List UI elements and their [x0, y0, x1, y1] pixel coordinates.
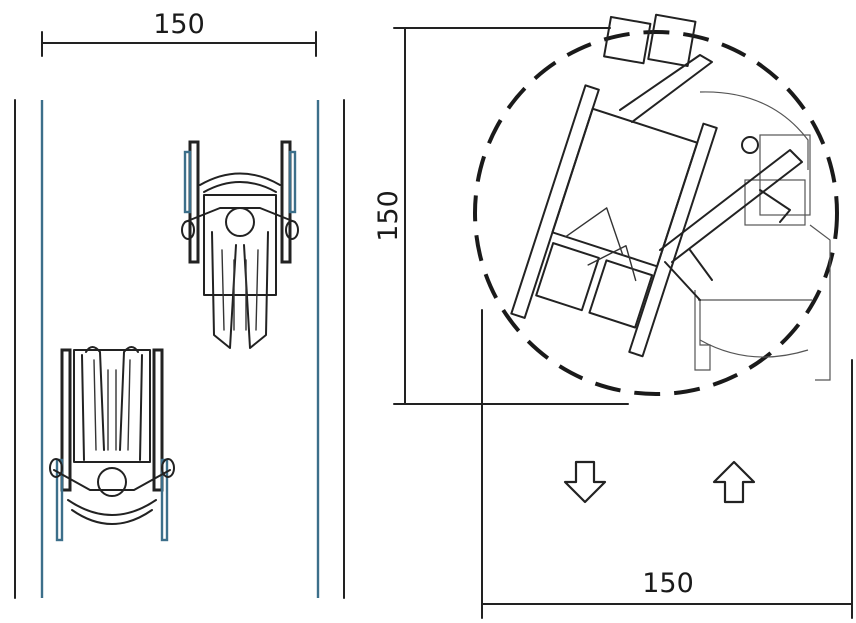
wheelchair-turning-icon [510, 13, 718, 358]
turning-height-label: 150 [373, 190, 404, 242]
turning-arm-lines [619, 54, 803, 301]
turning-height-dimension: 150 [373, 27, 629, 405]
turning-circle-panel: 150 150 [373, 13, 853, 619]
arrow-down-icon [563, 460, 607, 504]
wheelchair-user-icon [49, 346, 175, 542]
arrow-up-icon [712, 460, 756, 504]
corridor-width-label: 150 [153, 9, 205, 40]
turning-width-label: 150 [642, 568, 694, 599]
wheelchair-user-icon [181, 140, 299, 349]
corridor-passing-panel: 150 [14, 9, 345, 599]
turning-circle [473, 30, 839, 396]
corridor-left-wall [14, 99, 44, 599]
corridor-right-wall [316, 99, 345, 599]
wheelchair-ghost-icon [694, 91, 831, 381]
turning-width-dimension: 150 [481, 309, 853, 619]
corridor-width-dimension: 150 [41, 9, 317, 57]
